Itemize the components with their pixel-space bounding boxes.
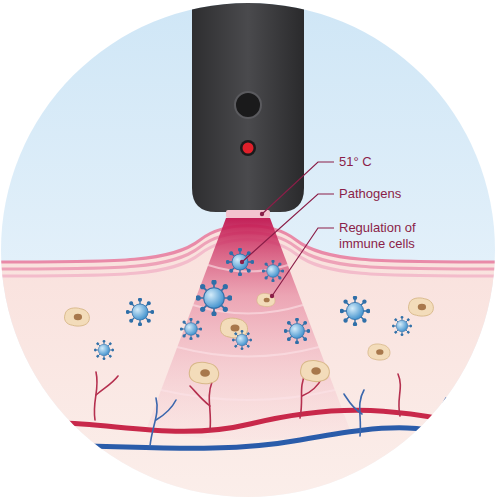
callout-label: 51° C [339, 154, 459, 170]
callout-label: Pathogens [339, 186, 459, 202]
callout-label: Regulation of immune cells [339, 220, 444, 252]
